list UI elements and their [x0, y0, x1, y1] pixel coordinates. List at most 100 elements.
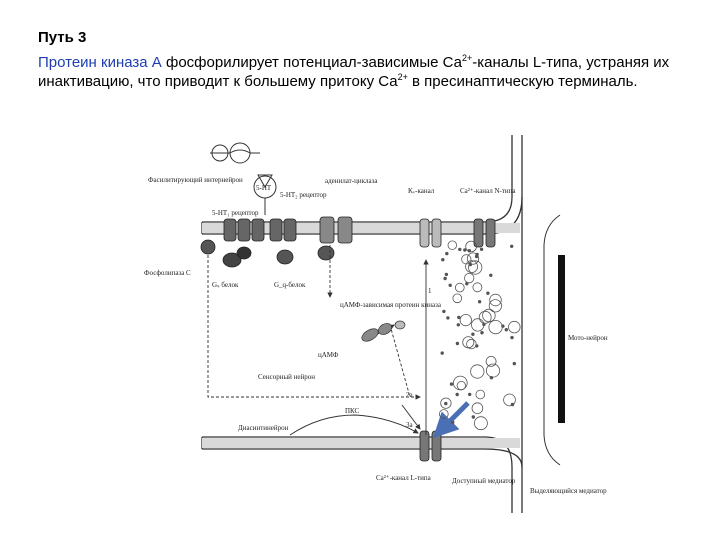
vesicle	[471, 415, 475, 419]
vesicle	[464, 273, 475, 284]
slide-paragraph: Протеин киназа А фосфорилирует потенциал…	[38, 53, 678, 91]
vesicle	[465, 240, 477, 253]
vesicle	[452, 293, 463, 304]
vesicle	[440, 351, 444, 355]
label-released-mediator: Выделяющийся медиатор	[530, 487, 607, 495]
facilitating-interneuron	[210, 142, 277, 215]
vesicle	[446, 316, 450, 320]
pka-highlight: Протеин киназа А	[38, 54, 162, 71]
label-motor-neuron: Мото-нейрон	[568, 334, 608, 342]
para-part-3: в пресинаптическую терминаль.	[407, 73, 638, 90]
vesicle	[443, 276, 447, 281]
vesicle	[488, 320, 503, 335]
vesicle	[482, 308, 496, 323]
highlight-arrow	[432, 401, 470, 439]
vesicle	[478, 310, 492, 324]
label-gs-protein: Gₛ белок	[212, 281, 239, 289]
vesicle	[455, 392, 459, 397]
para-part-1: фосфорилирует потенциал-зависимые Са	[161, 54, 463, 71]
vesicle	[508, 320, 521, 334]
vesicle	[473, 416, 488, 431]
vesicle	[463, 248, 467, 252]
label-sensory-neuron: Сенсорный нейрон	[258, 373, 315, 381]
vesicle	[456, 323, 460, 327]
vesicle	[486, 291, 490, 295]
vesicle	[458, 247, 462, 252]
label-5ht2-receptor: 5-HT₂ рецептор	[280, 191, 327, 199]
pka-molecule	[361, 320, 406, 342]
label-5ht1-receptor: 5-HT₁ рецептор	[212, 209, 259, 217]
top-membrane-fill	[202, 223, 520, 233]
label-serotonin: 5-HT	[256, 184, 272, 192]
vesicle	[489, 293, 502, 307]
vesicle	[467, 248, 471, 253]
vesicle	[477, 299, 482, 304]
vesicle	[485, 363, 500, 378]
bottom-membrane-fill	[202, 438, 520, 448]
vesicle	[488, 299, 502, 313]
label-phospholipase: Фосфолипаза С	[144, 269, 191, 277]
label-kv-channel: Kᵥ-канал	[408, 187, 435, 195]
vesicle	[468, 392, 472, 397]
vesicle	[480, 330, 484, 335]
para-part-2: -каналы L-типа, устраняя их инактивацию,…	[38, 54, 670, 90]
para-sup-2: 2+	[397, 72, 408, 82]
vesicle	[441, 257, 445, 262]
vesicle	[471, 402, 484, 415]
vesicle	[512, 361, 516, 366]
vesicle	[466, 338, 477, 350]
vesicle	[510, 244, 514, 248]
vesicle	[447, 240, 458, 250]
vesicle	[448, 283, 452, 287]
vesicle	[470, 364, 485, 379]
vesicle	[442, 309, 446, 314]
vesicle	[468, 260, 483, 275]
label-gq-protein: G_q-белок	[274, 281, 306, 289]
vesicle	[475, 389, 486, 400]
vesicle	[471, 318, 485, 332]
vesicle	[485, 355, 497, 367]
vesicle	[440, 397, 452, 409]
vesicle	[455, 341, 460, 346]
slide-heading: Путь 3	[38, 29, 87, 46]
vesicle	[479, 247, 484, 251]
vesicle	[510, 402, 515, 407]
vesicle	[471, 332, 475, 336]
synapse-diagram: Фасилитирующий интернейрон 5-HT 5-HT₂ ре…	[144, 135, 608, 513]
vesicle	[461, 254, 472, 265]
vesicle	[489, 273, 493, 277]
synaptic-vesicles	[438, 240, 521, 431]
vesicle	[444, 401, 448, 406]
membrane-proteins	[200, 216, 496, 462]
label-available-mediator: Доступный медиатор	[452, 477, 516, 485]
label-camp: цАМФ	[318, 351, 339, 359]
vesicle	[444, 272, 449, 277]
vesicle	[454, 282, 465, 293]
vesicle	[472, 282, 483, 293]
para-sup-1: 2+	[462, 53, 473, 63]
label-pkc: ПКС	[345, 407, 360, 415]
vesicle	[451, 420, 455, 425]
motor-neuron	[543, 214, 565, 466]
vesicle	[457, 315, 461, 320]
label-interneuron-bottom: Диасинтинейрон	[238, 424, 289, 432]
mark-3a: 3a	[406, 421, 414, 429]
vesicle	[452, 375, 468, 391]
vesicle	[445, 251, 449, 256]
vesicle	[504, 327, 508, 332]
pathway-arrows	[207, 245, 429, 436]
vesicle	[462, 336, 475, 349]
label-interneuron-top: Фасилитирующий интернейрон	[148, 176, 243, 184]
vesicle	[449, 382, 454, 386]
vesicle	[466, 252, 480, 265]
vesicle	[438, 409, 449, 419]
vesicle	[459, 314, 472, 327]
vesicle	[510, 335, 514, 340]
label-ca-l-channel: Ca²⁺-канал L-типа	[376, 474, 432, 482]
vesicle	[465, 260, 479, 274]
label-ca-n-channel: Ca²⁺-канал N-типа	[460, 187, 516, 195]
label-adenylate-cyclase: аденилат-циклаза	[325, 177, 378, 185]
vesicle	[503, 393, 516, 407]
label-pka: цАМФ-зависимая протеин киназа	[340, 301, 442, 309]
mark-1: 1	[428, 287, 432, 295]
